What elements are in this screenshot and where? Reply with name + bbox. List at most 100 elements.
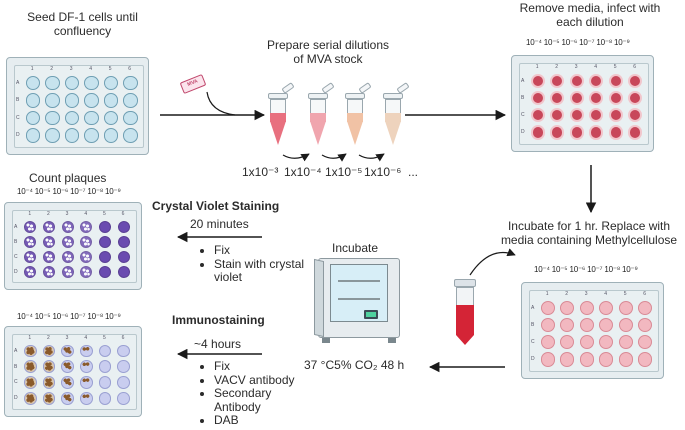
crystal-violet-title: Crystal Violet Staining (152, 199, 280, 213)
dilution-header-infect: 10⁻⁴ 10⁻⁵ 10⁻⁶ 10⁻⁷ 10⁻⁸ 10⁻⁹ (526, 38, 630, 47)
plate-well (560, 300, 575, 315)
plate-well (599, 317, 614, 332)
plate-well (42, 360, 56, 373)
falcon-tube-icon (454, 279, 476, 345)
plate-well (98, 360, 112, 373)
plate-column-label: 2 (47, 211, 50, 217)
plate-well (24, 250, 37, 263)
plate-well (98, 344, 112, 358)
dilution-tube-icon (308, 82, 335, 153)
plate-well (117, 235, 130, 248)
plate-column-label: 5 (623, 291, 627, 297)
plate-well (45, 75, 60, 90)
plate-row-label: D (16, 132, 20, 139)
plate-row-label: B (531, 321, 535, 328)
plate-row-label: D (14, 395, 18, 402)
plate-well (530, 108, 545, 123)
incubate-replace-line-1: Incubate for 1 hr. Replace with (507, 219, 671, 233)
plate-well (61, 376, 75, 389)
plate-well (99, 235, 111, 248)
plate-well (25, 75, 40, 90)
tube-label-ellipsis: ... (408, 165, 419, 179)
plate-well (628, 108, 643, 123)
plate-well (99, 265, 111, 278)
crystal-violet-steps: Fix Stain with crystal violet (200, 243, 310, 285)
plate-row-label: D (521, 129, 525, 136)
plate-well (560, 335, 575, 350)
plate-well (530, 125, 545, 140)
plate-well (24, 265, 37, 278)
plate-column-label: 2 (565, 291, 569, 297)
arrow-tube-3-4 (358, 153, 385, 162)
plate-well (123, 110, 138, 125)
plate-well (61, 250, 74, 263)
plate-row-label: B (521, 94, 525, 101)
plate-row-label: D (531, 356, 535, 363)
plate-well (43, 235, 55, 248)
immunostaining-steps: Fix VACV antibody Secondary Antibody DAB (200, 359, 310, 428)
plate-well (608, 90, 623, 105)
plate-well (80, 250, 93, 263)
plate-well (23, 344, 37, 358)
plate-well (560, 352, 575, 367)
plate-column-label: 4 (604, 291, 608, 297)
infect-line-2: each dilution (556, 15, 624, 29)
dilution-tube-icon (345, 82, 372, 153)
immuno-step-primary: VACV antibody (214, 373, 310, 388)
plate-well (84, 93, 99, 108)
plate-well (61, 391, 75, 405)
plate-well (80, 265, 93, 278)
plate-well (628, 90, 643, 105)
plate-well (589, 125, 604, 140)
incubator-icon (314, 258, 406, 344)
plate-column-label: 3 (69, 66, 73, 72)
plate-well (123, 128, 138, 143)
plate-well (25, 93, 40, 108)
plate-well (599, 300, 614, 315)
plate-well (117, 360, 131, 373)
plate-well (64, 128, 79, 143)
arrow-tube-1-2 (282, 153, 310, 162)
plate-well (61, 344, 75, 358)
arrow-falcon-to-plate (469, 248, 516, 276)
plate-well (99, 220, 111, 233)
plate-well (550, 125, 565, 140)
arrow-vial-swoop (206, 91, 236, 116)
plate-well (540, 335, 555, 350)
plate-column-label: 5 (103, 211, 106, 217)
dilution-tube-icon (383, 82, 410, 153)
plate-well (80, 220, 93, 233)
plate-well (550, 90, 565, 105)
plate-column-label: 5 (108, 66, 112, 72)
plate-well (64, 75, 79, 90)
serial-dilution-line-2: of MVA stock (293, 52, 363, 66)
plate-well (117, 344, 131, 358)
plate-well (23, 376, 37, 389)
plate-row-label: A (14, 223, 18, 230)
plate-well (79, 376, 93, 389)
plate-well (530, 73, 545, 88)
plate-well (64, 110, 79, 125)
plate-well (589, 73, 604, 88)
plate-column-label: 5 (613, 64, 617, 70)
plate-well (638, 352, 653, 367)
plate-column-label: 1 (535, 64, 539, 70)
crystal-violet-time: 20 minutes (190, 217, 249, 231)
seed-cells-label: Seed DF-1 cells until confluency (0, 10, 165, 38)
plate-well (99, 250, 111, 263)
plate-well (42, 344, 56, 358)
plate-row-label: A (521, 77, 525, 84)
incubate-replace-line-2: media containing Methylcellulose (500, 233, 678, 247)
plate-well (61, 220, 74, 233)
immuno-step-dab: DAB (214, 413, 310, 428)
plate-row-label: C (521, 112, 525, 119)
plate-well (84, 75, 99, 90)
plate-well (569, 125, 584, 140)
seed-cells-line-1: Seed DF-1 cells until (27, 10, 138, 24)
plate-well (24, 235, 37, 248)
plate-row-label: B (14, 238, 18, 245)
dilution-header-crystal: 10⁻⁴ 10⁻⁵ 10⁻⁶ 10⁻⁷ 10⁻⁸ 10⁻⁹ (17, 187, 121, 196)
immuno-step-fix: Fix (214, 359, 310, 374)
